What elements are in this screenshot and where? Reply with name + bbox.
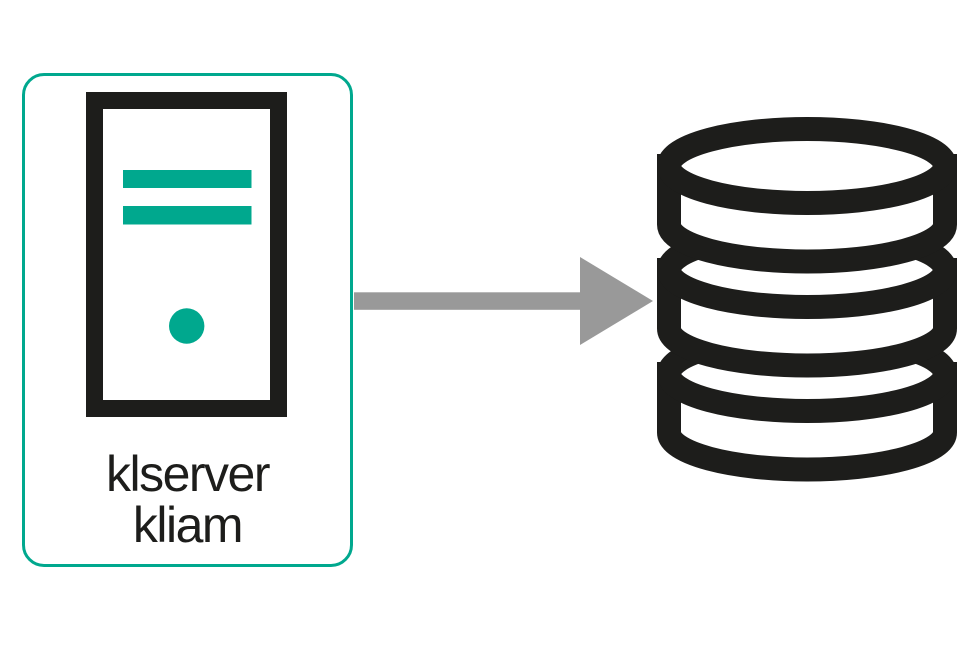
server-tower-icon — [86, 92, 287, 417]
database-icon — [657, 117, 957, 483]
node-label-line1: klserver — [105, 446, 271, 502]
arrow-head — [580, 257, 653, 345]
server-slot-top — [123, 170, 252, 188]
arrow-right-icon — [354, 257, 653, 345]
node-label-line2: kliam — [132, 497, 244, 553]
node-label: klserver kliam — [22, 449, 353, 551]
server-case — [86, 92, 287, 417]
database-disk-top — [669, 129, 945, 262]
server-power-dot — [169, 308, 205, 344]
arrow-shaft — [354, 292, 584, 310]
server-slot-bottom — [123, 206, 252, 225]
